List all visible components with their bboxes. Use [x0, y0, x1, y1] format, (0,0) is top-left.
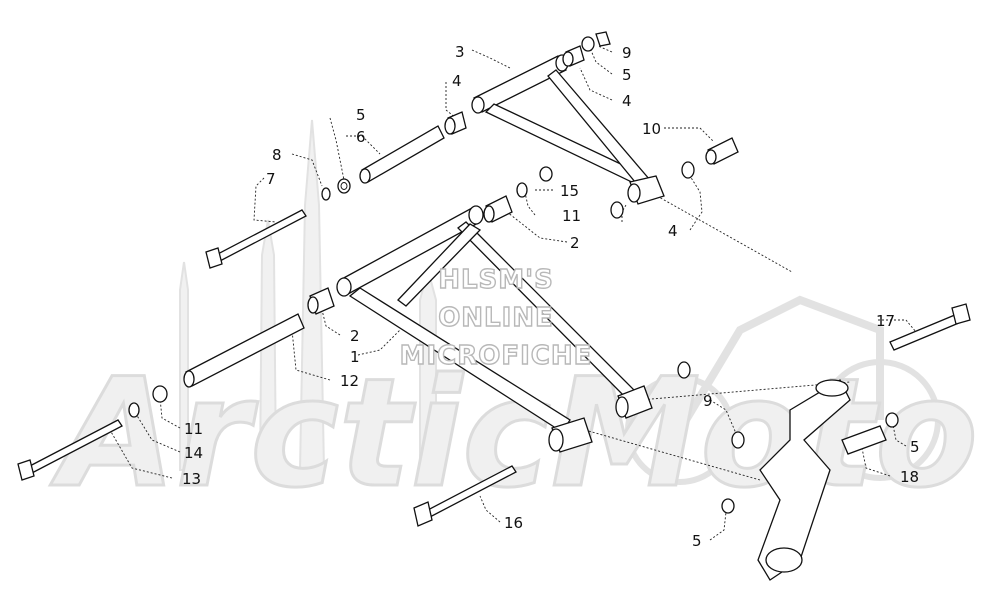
callout-labels: 3 4 9 5 4 10 5 6 8 7 15 11 2 4 2 1 12 17… [182, 43, 920, 550]
leader-lines [109, 45, 917, 541]
callout-4-top: 4 [452, 72, 462, 90]
callout-5-bottom: 5 [692, 532, 702, 550]
callout-5-right: 5 [910, 438, 920, 456]
callout-5-top: 5 [622, 66, 632, 84]
callout-9-top: 9 [622, 44, 632, 62]
callout-12: 12 [340, 372, 359, 390]
lower-arm-hardware [17, 166, 691, 481]
callout-2-mid: 2 [350, 327, 360, 345]
callout-6: 6 [356, 128, 366, 146]
callout-10: 10 [642, 120, 661, 138]
watermark-text: HLSM'S ONLINE MICROFICHE [399, 264, 593, 371]
upper-a-arm [471, 54, 665, 205]
callout-4-lower: 4 [668, 222, 678, 240]
callout-13: 13 [182, 470, 201, 488]
callout-11-top: 11 [562, 207, 581, 225]
callout-2-top: 2 [570, 234, 580, 252]
callout-9-mid: 9 [703, 392, 713, 410]
callout-14: 14 [184, 444, 203, 462]
callout-16: 16 [504, 514, 523, 532]
callout-18: 18 [900, 468, 919, 486]
bolt-16 [413, 465, 517, 527]
watermark-line-3: MICROFICHE [400, 341, 593, 371]
callout-1: 1 [350, 348, 360, 366]
callout-5-left: 5 [356, 106, 366, 124]
callout-7: 7 [266, 170, 276, 188]
steering-knuckle [721, 303, 971, 581]
lower-a-arm [336, 205, 653, 453]
callout-3-top: 3 [455, 43, 465, 61]
watermark-line-1: HLSM'S [438, 265, 554, 295]
callout-17: 17 [876, 312, 895, 330]
callout-15: 15 [560, 182, 579, 200]
callout-11-left: 11 [184, 420, 203, 438]
callout-8: 8 [272, 146, 282, 164]
callout-4-right: 4 [622, 92, 632, 110]
upper-arm-hardware [205, 31, 739, 269]
watermark-line-2: ONLINE [438, 303, 554, 333]
